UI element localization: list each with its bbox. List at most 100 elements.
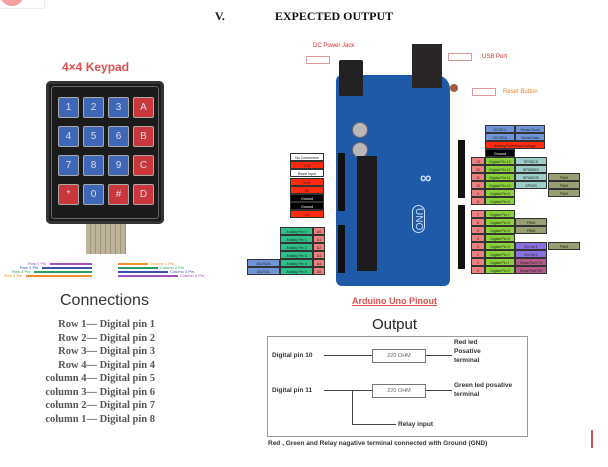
analog-pin-name: Analog Pin 4 <box>280 259 313 267</box>
red-led-label: Red led Posative terminal <box>454 339 481 364</box>
wire-label: Row 4 Pin <box>4 273 23 278</box>
keypad-wire <box>34 271 92 273</box>
analog-pin-function: I2C/SDA <box>247 259 280 267</box>
connections-list: Row 1— Digital pin 1 Row 2— Digital pin 2… <box>35 318 155 426</box>
resistor-2: 220 OHM <box>372 384 426 398</box>
analog-header <box>338 225 345 273</box>
pinout-caption: Arduino Uno Pinout <box>352 296 437 306</box>
power-header <box>338 153 345 211</box>
usb-arrow-icon <box>448 53 472 61</box>
power-pin-label: 5V <box>290 185 324 194</box>
digital-pin-function: SPI/MOSI <box>515 173 547 181</box>
power-pin-label: Ground <box>290 202 324 211</box>
capacitor-icon <box>352 122 368 138</box>
digital-pin-name: Digital Pin 13 <box>485 157 515 165</box>
digital-pin-id: 5 <box>471 226 485 234</box>
digital-pin-function: SPI/SS <box>515 181 547 189</box>
digital-pin-function: PWM <box>515 218 547 226</box>
digital-header-low <box>458 205 465 269</box>
digital-pin-name: Digital Pin 4 <box>485 234 515 242</box>
wire-line <box>352 390 353 424</box>
wire-line <box>426 390 452 391</box>
keypad-key: 4 <box>58 126 79 147</box>
section-heading: V.EXPECTED OUTPUT <box>0 9 608 24</box>
connection-item: Row 1— Digital pin 1 <box>58 319 155 330</box>
output-title: Output <box>372 316 418 333</box>
digital-pin-id: 3 <box>471 242 485 250</box>
analog-pin-id: A5 <box>313 267 325 275</box>
keypad-wire <box>118 267 158 269</box>
analog-pin-function: I2C/SCL <box>247 267 280 275</box>
digital-pin-name: Digital Pin 8 <box>485 197 515 205</box>
usb-port-label: USB Port <box>482 54 508 60</box>
digital-pin-id: 10 <box>471 181 485 189</box>
power-pin-label: Ground <box>290 194 324 202</box>
arduino-logo-icon: ∞ <box>420 170 432 187</box>
digital-pin-id: 11 <box>471 173 485 181</box>
keypad-wire <box>118 275 178 277</box>
wire-line <box>324 355 372 356</box>
dc-jack <box>339 60 363 96</box>
keypad-key: 9 <box>108 155 129 176</box>
wire-label: Row 1 Pin <box>28 261 47 266</box>
reset-button-icon <box>450 84 458 92</box>
page-edge-mark <box>591 430 593 448</box>
digital-pin-id: 4 <box>471 234 485 242</box>
wire-label: Column 2 Pin <box>160 265 185 270</box>
connection-item: column 4— Digital pin 5 <box>45 373 155 384</box>
power-pin-label: Vin <box>290 210 324 219</box>
wire-label: Column 4 Pin <box>180 273 205 278</box>
connection-item: column 3— Digital pin 6 <box>45 386 155 398</box>
pin-function: I2C/SCL <box>485 125 515 133</box>
green-led-label: Green led posative terminal <box>454 382 513 398</box>
connection-item: column 2— Digital pin 7 <box>45 400 155 411</box>
wire-line <box>352 424 396 425</box>
pwm-label: PWM <box>548 173 580 181</box>
digital-pin-function: Serial Port TX <box>515 258 547 266</box>
keypad-key: 7 <box>58 155 79 176</box>
pwm-label: PWM <box>548 181 580 189</box>
digital-pin-id: 2 <box>471 250 485 258</box>
connection-item: Row 2— Digital pin 2 <box>58 332 155 344</box>
power-pin-label: Reset Input <box>290 169 324 178</box>
digital-pin-name: Digital Pin 6 <box>485 218 515 226</box>
keypad-key: B <box>133 126 154 147</box>
power-pin-label: No Connection <box>290 153 324 161</box>
arduino-board <box>336 75 450 286</box>
keypad-key: C <box>133 155 154 176</box>
keypad-key: # <box>108 184 129 205</box>
wire-line <box>324 390 372 391</box>
ground-note: Red , Green and Relay nagative terminal … <box>268 440 488 447</box>
digital-pin-function: Ext Int 0 <box>515 250 547 258</box>
power-pin-label: 3.3V <box>290 177 324 186</box>
pin10-label: Digital pin 10 <box>272 352 313 359</box>
keypad-wire <box>50 263 92 265</box>
connections-title: Connections <box>60 292 149 309</box>
pwm-label: PWM <box>548 189 580 197</box>
connection-item: Row 3— Digital pin 3 <box>58 346 155 357</box>
uno-label: UNO <box>412 205 425 234</box>
analog-pin-name: Analog Pin 2 <box>280 243 313 251</box>
analog-pin-name: Analog Pin 5 <box>280 267 313 275</box>
keypad-frame <box>51 86 159 219</box>
digital-pin-function: PWM <box>515 226 547 234</box>
connection-item: Row 4— Digital pin 4 <box>58 359 155 371</box>
analog-pin-id: A3 <box>313 251 325 259</box>
analog-pin-name: Analog Pin 0 <box>280 227 313 235</box>
keypad-key: 8 <box>83 155 104 176</box>
digital-pin-id: 6 <box>471 218 485 226</box>
digital-pin-name: Digital Pin 2 <box>485 250 515 258</box>
wire-label: Row 2 Pin <box>20 265 39 270</box>
wire-line <box>426 355 452 356</box>
section-title: EXPECTED OUTPUT <box>274 9 394 23</box>
wire-label: Row 3 Pin <box>12 269 31 274</box>
digital-pin-name: Digital Pin 11 <box>485 173 515 181</box>
keypad-key: D <box>133 184 154 205</box>
digital-pin-id: 8 <box>471 197 485 205</box>
digital-header-high <box>458 140 465 198</box>
output-diagram: Digital pin 10 220 OHM Red led Posative … <box>267 336 528 437</box>
keypad-key: * <box>58 184 79 205</box>
keypad-key: 1 <box>58 97 79 118</box>
analog-pin-id: A4 <box>313 259 325 267</box>
